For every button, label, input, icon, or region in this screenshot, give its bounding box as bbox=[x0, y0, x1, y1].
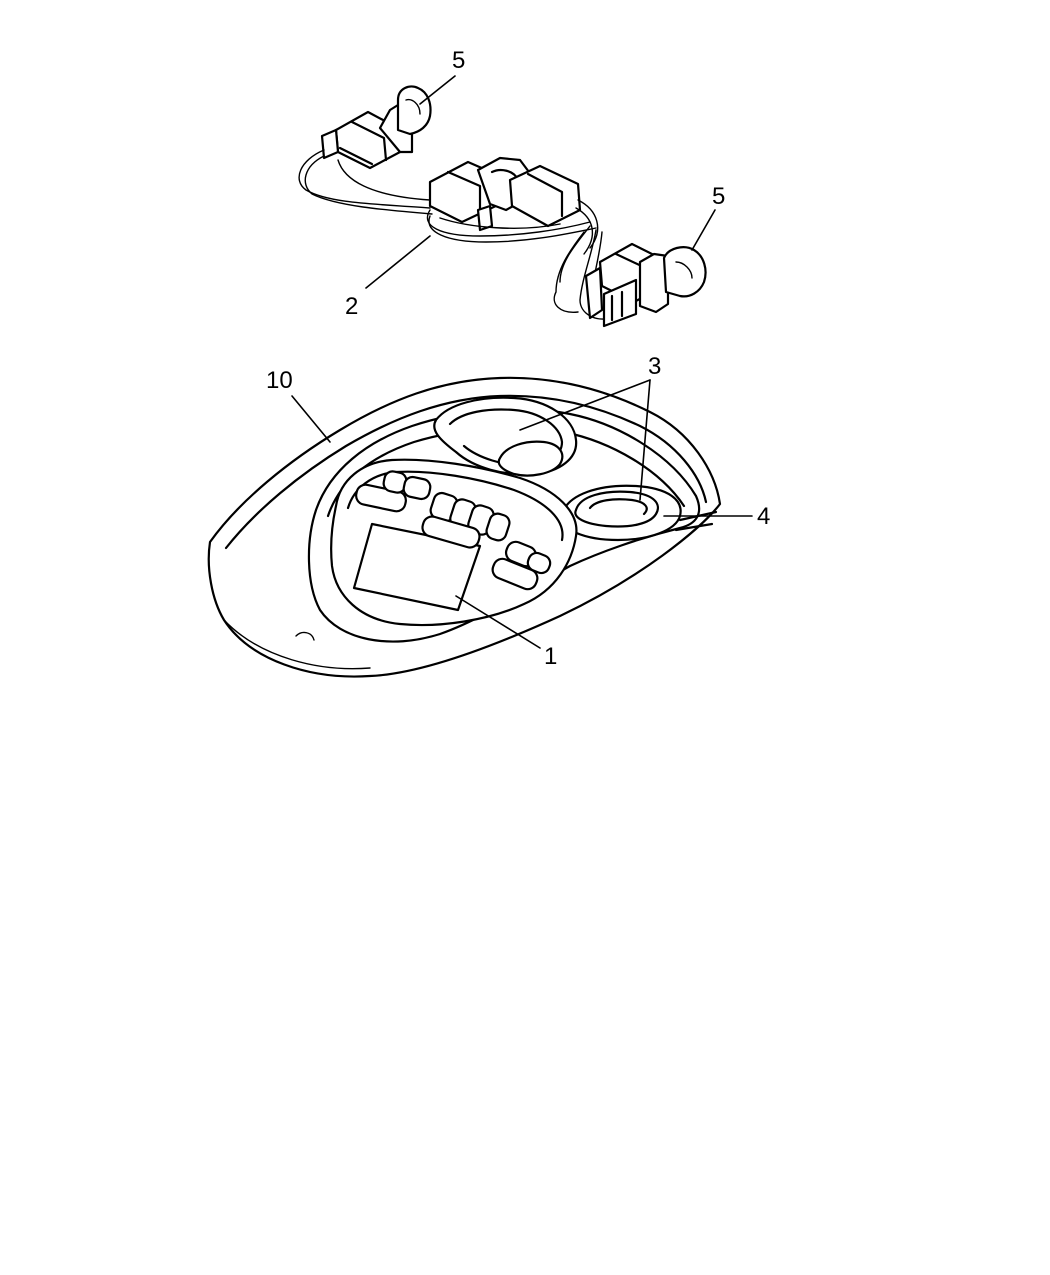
leader-lamp-lens-right bbox=[639, 379, 651, 501]
leader-lines bbox=[291, 75, 753, 649]
callout-bulb-upper: 5 bbox=[452, 47, 465, 74]
callout-lamp-lens: 4 bbox=[757, 503, 770, 530]
callout-console-housing: 10 bbox=[266, 367, 293, 394]
lower-bulb bbox=[662, 246, 707, 298]
callout-bulb-lower: 5 bbox=[712, 183, 725, 210]
harness-wires bbox=[298, 149, 611, 320]
lower-bulb-socket bbox=[584, 242, 670, 328]
wiring-harness-assembly bbox=[298, 85, 707, 328]
callout-display-module: 1 bbox=[544, 643, 557, 670]
map-lamp-lens-left bbox=[497, 440, 564, 477]
leader-bulb-lower bbox=[691, 209, 716, 251]
leader-harness bbox=[365, 235, 431, 289]
callout-map-lamp-lenses: 3 bbox=[648, 353, 661, 380]
harness-center-connector bbox=[428, 156, 582, 232]
leader-console-housing bbox=[291, 395, 331, 443]
leader-lamp-lens-left bbox=[519, 379, 651, 431]
leader-display-module bbox=[455, 595, 541, 649]
upper-bulb bbox=[396, 85, 432, 136]
map-lamp-lens-right bbox=[574, 490, 659, 528]
electronic-vehicle-information-center bbox=[330, 458, 578, 627]
callout-harness: 2 bbox=[345, 293, 358, 320]
leader-bulb-upper bbox=[419, 75, 456, 105]
function-buttons bbox=[355, 470, 552, 591]
